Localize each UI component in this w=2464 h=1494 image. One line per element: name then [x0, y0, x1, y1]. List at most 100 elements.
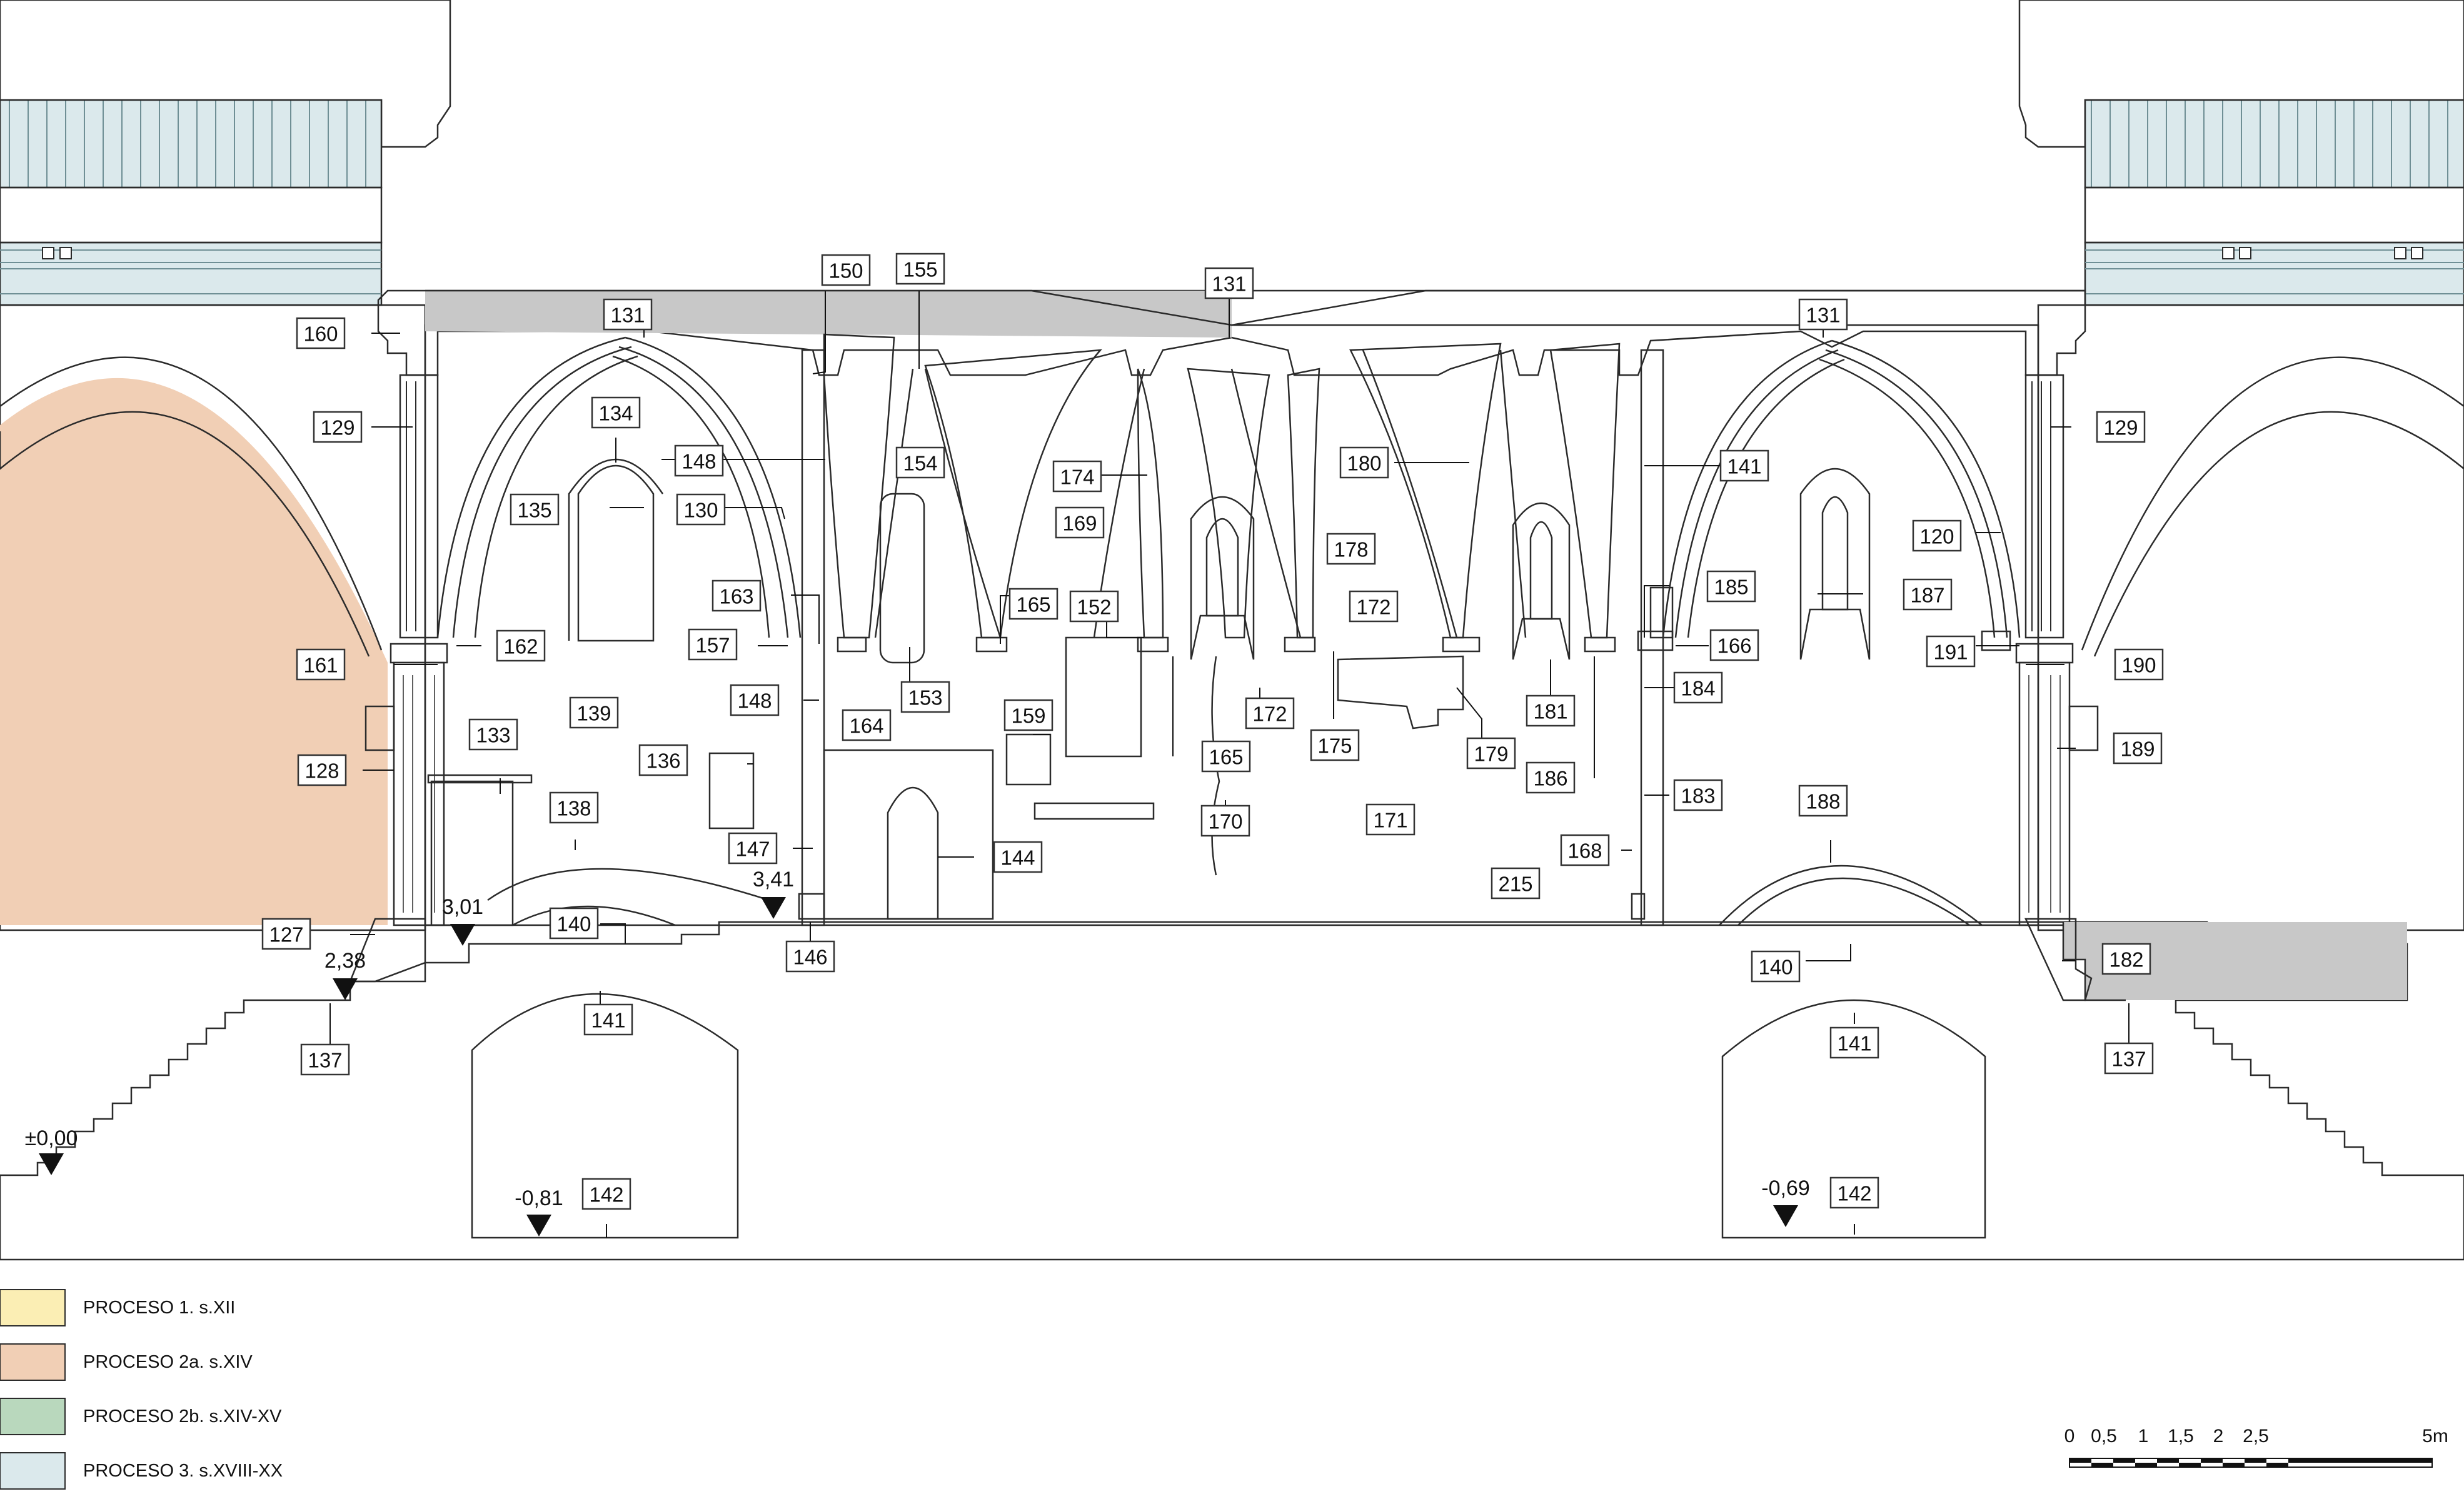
callout-box [1798, 298, 1848, 331]
callout-label: 183 [1673, 779, 1723, 811]
callout-label: 182 [2101, 943, 2151, 975]
legend-label: PROCESO 1. s.XII [83, 1298, 235, 1318]
callout-box [1339, 446, 1389, 479]
callout-label: 147 [728, 832, 778, 865]
callout-box [676, 493, 726, 526]
callout-box [468, 718, 518, 751]
callout-number: 138 [556, 797, 591, 820]
callout-label: 144 [993, 841, 1043, 873]
callout-number: 181 [1533, 700, 1567, 723]
callout-number: 140 [556, 913, 591, 936]
callout-number: 186 [1533, 767, 1567, 790]
callout-number: 142 [1837, 1182, 1871, 1205]
right-side-building [2018, 0, 2464, 931]
svg-text:2,38: 2,38 [324, 949, 366, 973]
callout-number: 137 [2111, 1048, 2146, 1071]
svg-text:-0,81: -0,81 [515, 1186, 563, 1210]
callout-label: 141 [583, 1003, 633, 1036]
level-marker-2: 3,01 [442, 895, 483, 946]
callout-label: 154 [895, 446, 945, 479]
callout-number: 131 [1806, 304, 1840, 327]
callout-box [1055, 506, 1105, 539]
callout-label: 168 [1560, 834, 1610, 866]
left-arch-opening [0, 356, 383, 651]
callout-number: 129 [2103, 416, 2138, 439]
callout-label: 186 [1526, 761, 1576, 794]
callout-number: 169 [1062, 512, 1097, 535]
callout-box [296, 648, 346, 681]
callout-box [1200, 805, 1250, 837]
callout-number: 170 [1208, 810, 1242, 833]
legend-label: PROCESO 2a. s.XIV [83, 1352, 253, 1372]
callout-box [728, 832, 778, 865]
legend: PROCESO 1. s.XII PROCESO 2a. s.XIV PROCE… [0, 1289, 283, 1490]
callout-label: 140 [549, 907, 599, 940]
callout-number: 163 [719, 585, 753, 608]
callout-number: 157 [695, 634, 730, 657]
callout-box [1709, 629, 1759, 661]
callout-number: 215 [1498, 873, 1532, 896]
callout-label: 127 [261, 918, 311, 950]
callout-label: 161 [296, 648, 346, 681]
callout-label: 160 [296, 317, 346, 349]
callout-number: 139 [576, 702, 611, 725]
callout-box [1719, 449, 1769, 482]
callout-label: 181 [1526, 694, 1576, 727]
callout-number: 137 [308, 1049, 342, 1072]
callout-label: 179 [1466, 737, 1516, 770]
callout-label: 163 [712, 579, 762, 612]
callout-label: 175 [1310, 729, 1360, 761]
callout-box [1706, 570, 1756, 603]
callout-number: 141 [1837, 1032, 1871, 1055]
callout-box [581, 1178, 631, 1210]
callout-box [821, 254, 871, 286]
callout-number: 175 [1317, 734, 1352, 758]
callout-number: 130 [683, 499, 718, 522]
callout-box [549, 907, 599, 940]
callout-label: 129 [313, 411, 363, 443]
svg-text:±0,00: ±0,00 [25, 1126, 78, 1150]
callout-box [895, 446, 945, 479]
callout-number: 168 [1567, 840, 1602, 863]
callout-number: 140 [1758, 956, 1793, 979]
legend-item-proceso2b: PROCESO 2b. s.XIV-XV [0, 1398, 282, 1435]
callout-box [300, 1043, 350, 1076]
callout-label: 164 [842, 709, 892, 741]
callout-box [842, 709, 892, 741]
callout-label: 131 [1798, 298, 1848, 331]
callout-box [1673, 671, 1723, 704]
callout-number: 165 [1209, 746, 1243, 769]
callout-label: 137 [300, 1043, 350, 1076]
callout-number: 165 [1016, 593, 1050, 616]
callout-label: 142 [1829, 1176, 1879, 1209]
callout-box [785, 940, 835, 973]
callout-number: 183 [1681, 785, 1715, 808]
scale-tick-label: 0 [2064, 1426, 2075, 1446]
callout-box [730, 684, 780, 716]
callout-label: 133 [468, 718, 518, 751]
callout-label: 191 [1926, 635, 1976, 668]
callout-box [1008, 588, 1059, 620]
callout-label: 146 [785, 940, 835, 973]
callout-label: 128 [297, 754, 347, 786]
callout-number: 172 [1252, 703, 1287, 726]
callout-box [2104, 1042, 2154, 1075]
callout-number: 141 [1727, 455, 1761, 478]
callout-box [1926, 635, 1976, 668]
callout-label: 131 [1204, 267, 1254, 299]
callout-label: 148 [674, 444, 724, 477]
callout-box [1466, 737, 1516, 770]
callout-box [1310, 729, 1360, 761]
callout-box [1829, 1176, 1879, 1209]
callout-box [1204, 267, 1254, 299]
callout-box [895, 253, 945, 285]
callout-number: 191 [1933, 641, 1968, 664]
callout-label: 215 [1491, 867, 1541, 900]
callout-number: 120 [1919, 525, 1954, 548]
callout-box [1365, 803, 1416, 836]
callout-number: 166 [1717, 634, 1751, 658]
callout-label: 137 [2104, 1042, 2154, 1075]
callout-box [1052, 460, 1102, 493]
